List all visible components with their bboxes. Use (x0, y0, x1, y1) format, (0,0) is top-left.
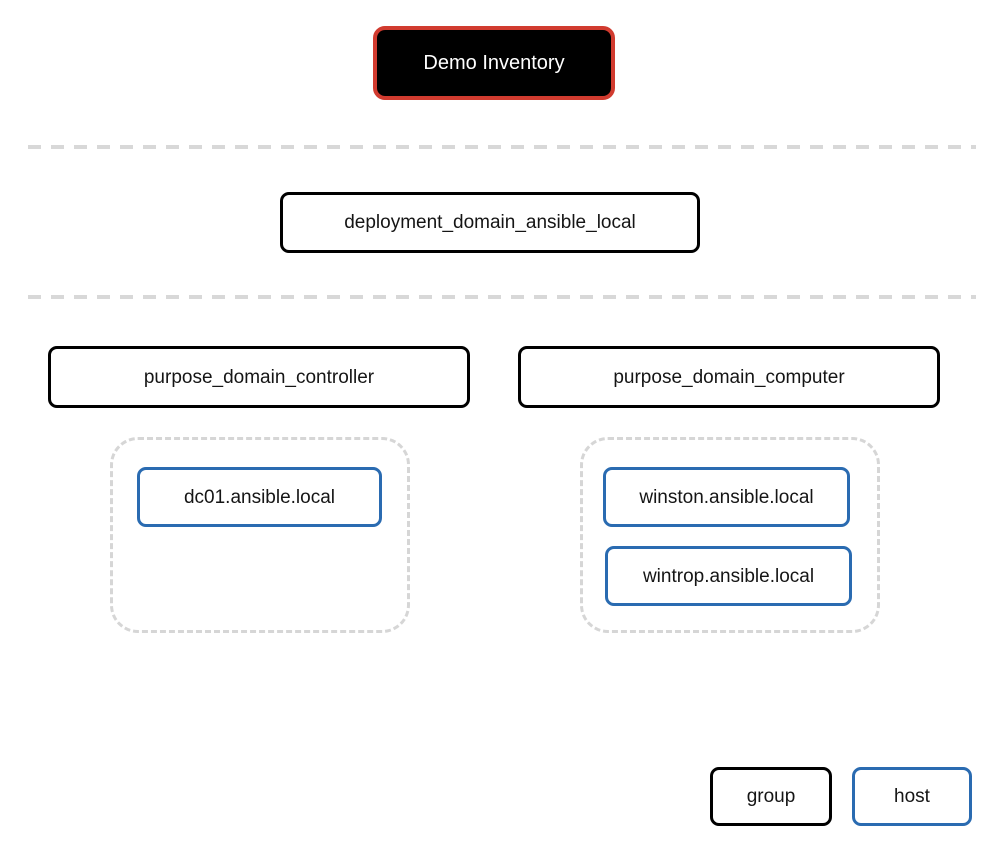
legend-host-label: host (894, 786, 930, 807)
host-container-controller (110, 437, 410, 633)
group-node-deployment-domain-ansible-local: deployment_domain_ansible_local (280, 192, 700, 253)
group-node-purpose-domain-computer: purpose_domain_computer (518, 346, 940, 408)
host-node-label: dc01.ansible.local (183, 486, 336, 508)
group-node-label: purpose_domain_controller (143, 366, 375, 388)
legend-group-box: group (710, 767, 832, 826)
legend-group-label: group (746, 786, 796, 807)
host-container-computer (580, 437, 880, 633)
level-divider-line (28, 145, 976, 149)
host-node-winston: winston.ansible.local (603, 467, 850, 527)
host-node-wintrop: wintrop.ansible.local (605, 546, 852, 606)
host-node-label: wintrop.ansible.local (642, 565, 815, 587)
group-node-label: purpose_domain_computer (613, 366, 845, 388)
host-node-dc01: dc01.ansible.local (137, 467, 382, 527)
host-node-label: winston.ansible.local (639, 486, 814, 508)
inventory-node: Demo Inventory (373, 26, 615, 100)
level-divider-line (28, 295, 976, 299)
inventory-node-label: Demo Inventory (423, 52, 565, 74)
group-node-label: deployment_domain_ansible_local (344, 212, 636, 233)
legend-host-box: host (852, 767, 972, 826)
group-node-purpose-domain-controller: purpose_domain_controller (48, 346, 470, 408)
